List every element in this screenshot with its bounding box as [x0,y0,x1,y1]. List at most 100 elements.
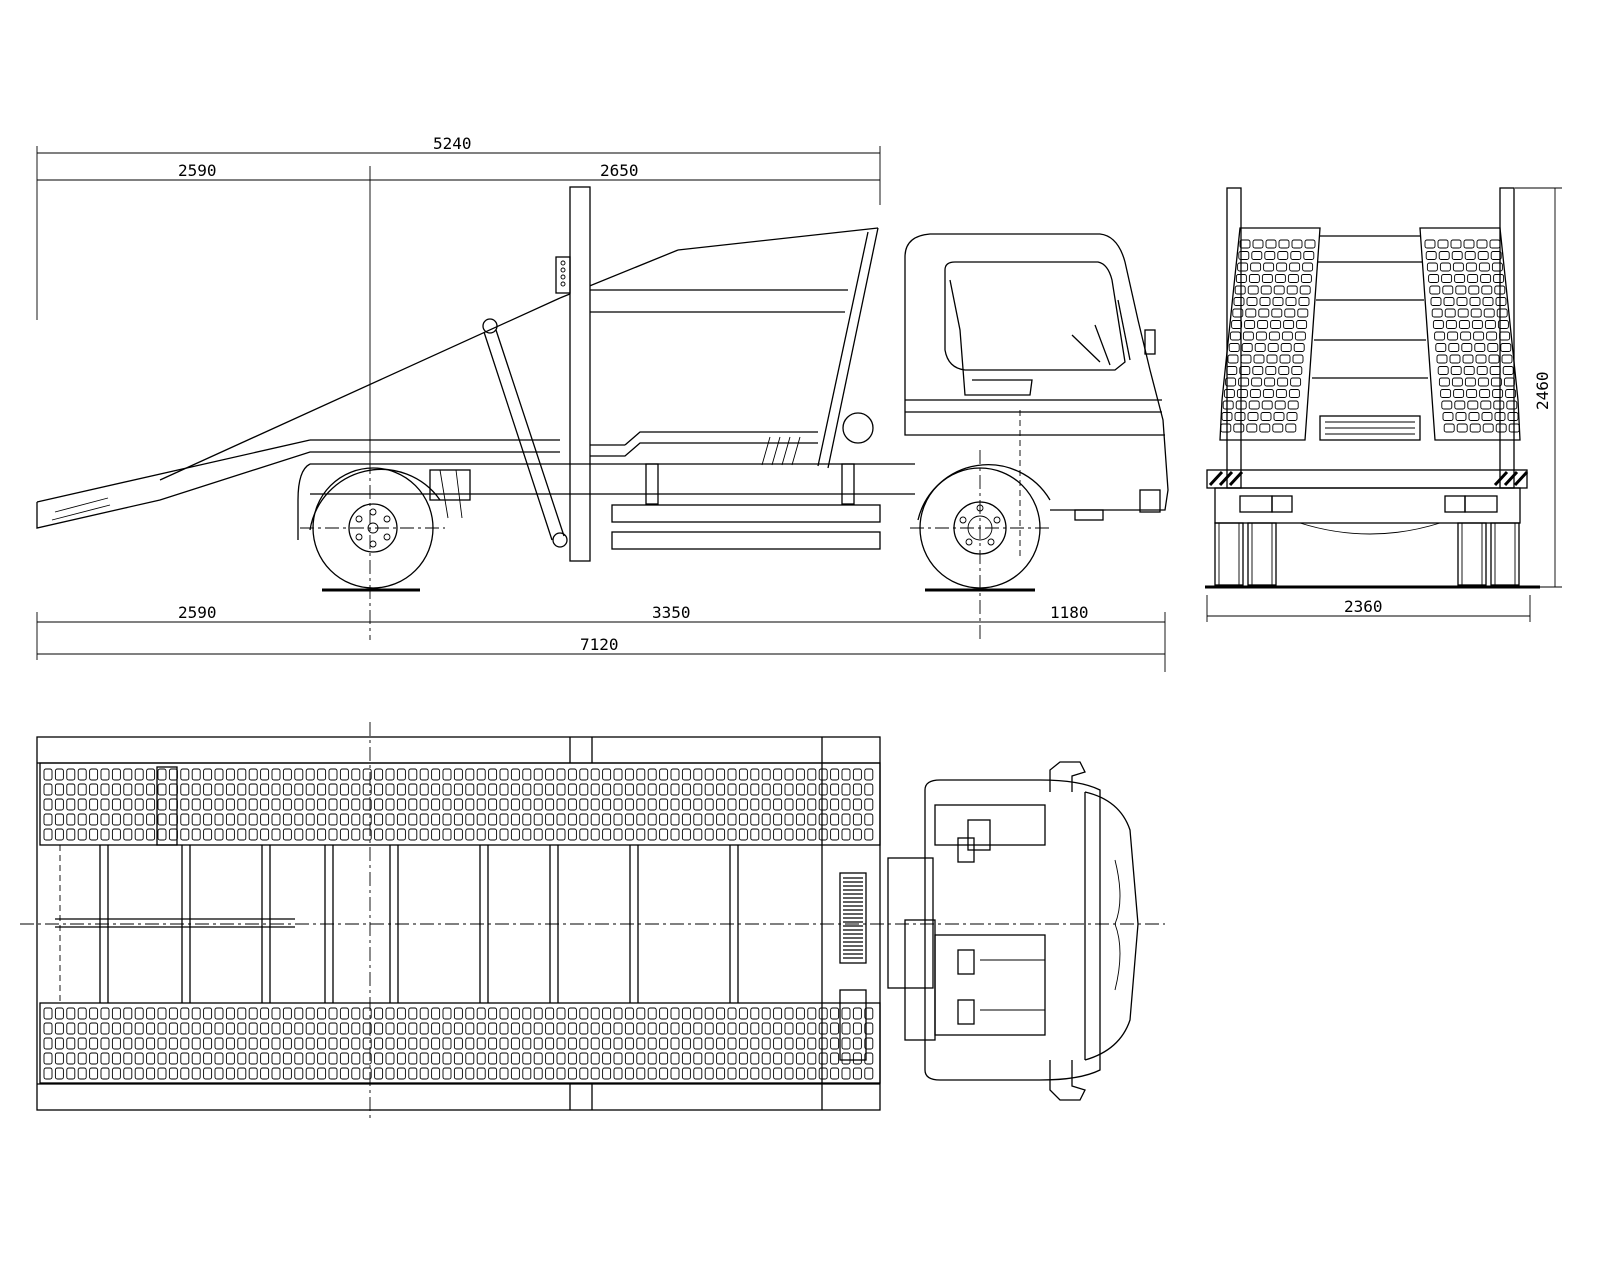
deck-hole [488,768,498,781]
deck-hole [761,1067,771,1080]
ramp-hole [1426,262,1438,272]
deck-hole [396,768,406,781]
deck-hole [180,1067,190,1080]
deck-hole [191,768,201,781]
deck-hole [328,768,338,781]
deck-hole [807,783,817,796]
ramp-hole [1236,389,1248,398]
ramp-hole [1232,308,1244,318]
deck-hole [431,798,441,811]
deck-hole [203,1007,213,1020]
deck-hole [260,1052,270,1065]
deck-hole [465,813,475,826]
ramp-hole [1261,274,1273,283]
ramp-hole [1480,274,1492,283]
ramp-hole [1470,308,1482,318]
ramp-hole [1465,262,1477,272]
deck-hole [225,828,235,841]
deck-hole [545,1007,555,1020]
deck-hole [431,828,441,841]
deck-hole [43,1007,53,1020]
deck-hole [716,813,726,826]
deck-hole [294,828,304,841]
deck-hole [157,1052,167,1065]
deck-hole [704,768,714,781]
ramp-hole [1451,377,1463,387]
deck-hole [317,813,327,826]
deck-hole [670,828,680,841]
deck-hole [191,1067,201,1080]
deck-hole [294,1007,304,1020]
deck-hole [351,1037,361,1050]
deck-hole [328,1022,338,1035]
deck-hole [579,1007,589,1020]
deck-hole [704,783,714,796]
deck-hole [499,768,509,781]
deck-hole [807,1037,817,1050]
ramp-hole [1481,285,1493,295]
deck-hole [864,1052,874,1065]
deck-hole [681,1007,691,1020]
ramp-hole [1448,343,1460,352]
ramp-hole [1290,251,1302,260]
deck-hole [282,798,292,811]
deck-hole [362,1037,372,1050]
deck-hole [260,1007,270,1020]
deck-hole [738,1052,748,1065]
ramp-hole [1291,239,1303,249]
deck-hole [624,1067,634,1080]
rear-ramp-left-grid [1220,239,1316,433]
deck-hole [807,1007,817,1020]
deck-hole [773,1022,783,1035]
deck-hole [681,1022,691,1035]
deck-hole [100,1052,110,1065]
deck-hole [750,768,760,781]
deck-hole [693,1052,703,1065]
deck-hole [579,1022,589,1035]
deck-hole [157,1022,167,1035]
deck-hole [773,1007,783,1020]
deck-hole [66,1007,76,1020]
deck-hole [248,813,258,826]
deck-hole [180,798,190,811]
deck-hole [271,813,281,826]
ramp-hole [1246,423,1258,433]
deck-hole [66,828,76,841]
ramp-hole [1434,331,1446,341]
ramp-hole [1268,331,1280,341]
deck-hole [317,1052,327,1065]
deck-hole [773,768,783,781]
ramp-hole [1440,389,1452,398]
deck-hole [465,768,475,781]
deck-hole [203,1022,213,1035]
deck-hole [670,813,680,826]
ramp-hole [1259,423,1271,433]
deck-hole [716,828,726,841]
ramp-hole [1493,274,1505,283]
deck-hole [727,1067,737,1080]
deck-hole [556,1022,566,1035]
deck-hole [510,1067,520,1080]
ramp-hole [1261,400,1273,410]
deck-hole [830,1067,840,1080]
ramp-hole [1482,423,1494,433]
deck-hole [773,798,783,811]
deck-hole [750,828,760,841]
deck-hole [510,813,520,826]
deck-hole [453,768,463,781]
deck-hole [602,1022,612,1035]
deck-hole [203,798,213,811]
deck-hole [807,828,817,841]
deck-hole [533,813,543,826]
ramp-hole [1439,262,1451,272]
ramp-hole [1234,412,1246,421]
deck-hole [146,1007,156,1020]
deck-hole [419,1022,429,1035]
top-spring-coil [843,877,863,959]
deck-hole [681,798,691,811]
deck-hole [305,813,315,826]
deck-hole [636,1022,646,1035]
deck-hole [659,768,669,781]
deck-hole [362,1007,372,1020]
ramp-hole [1233,423,1245,433]
